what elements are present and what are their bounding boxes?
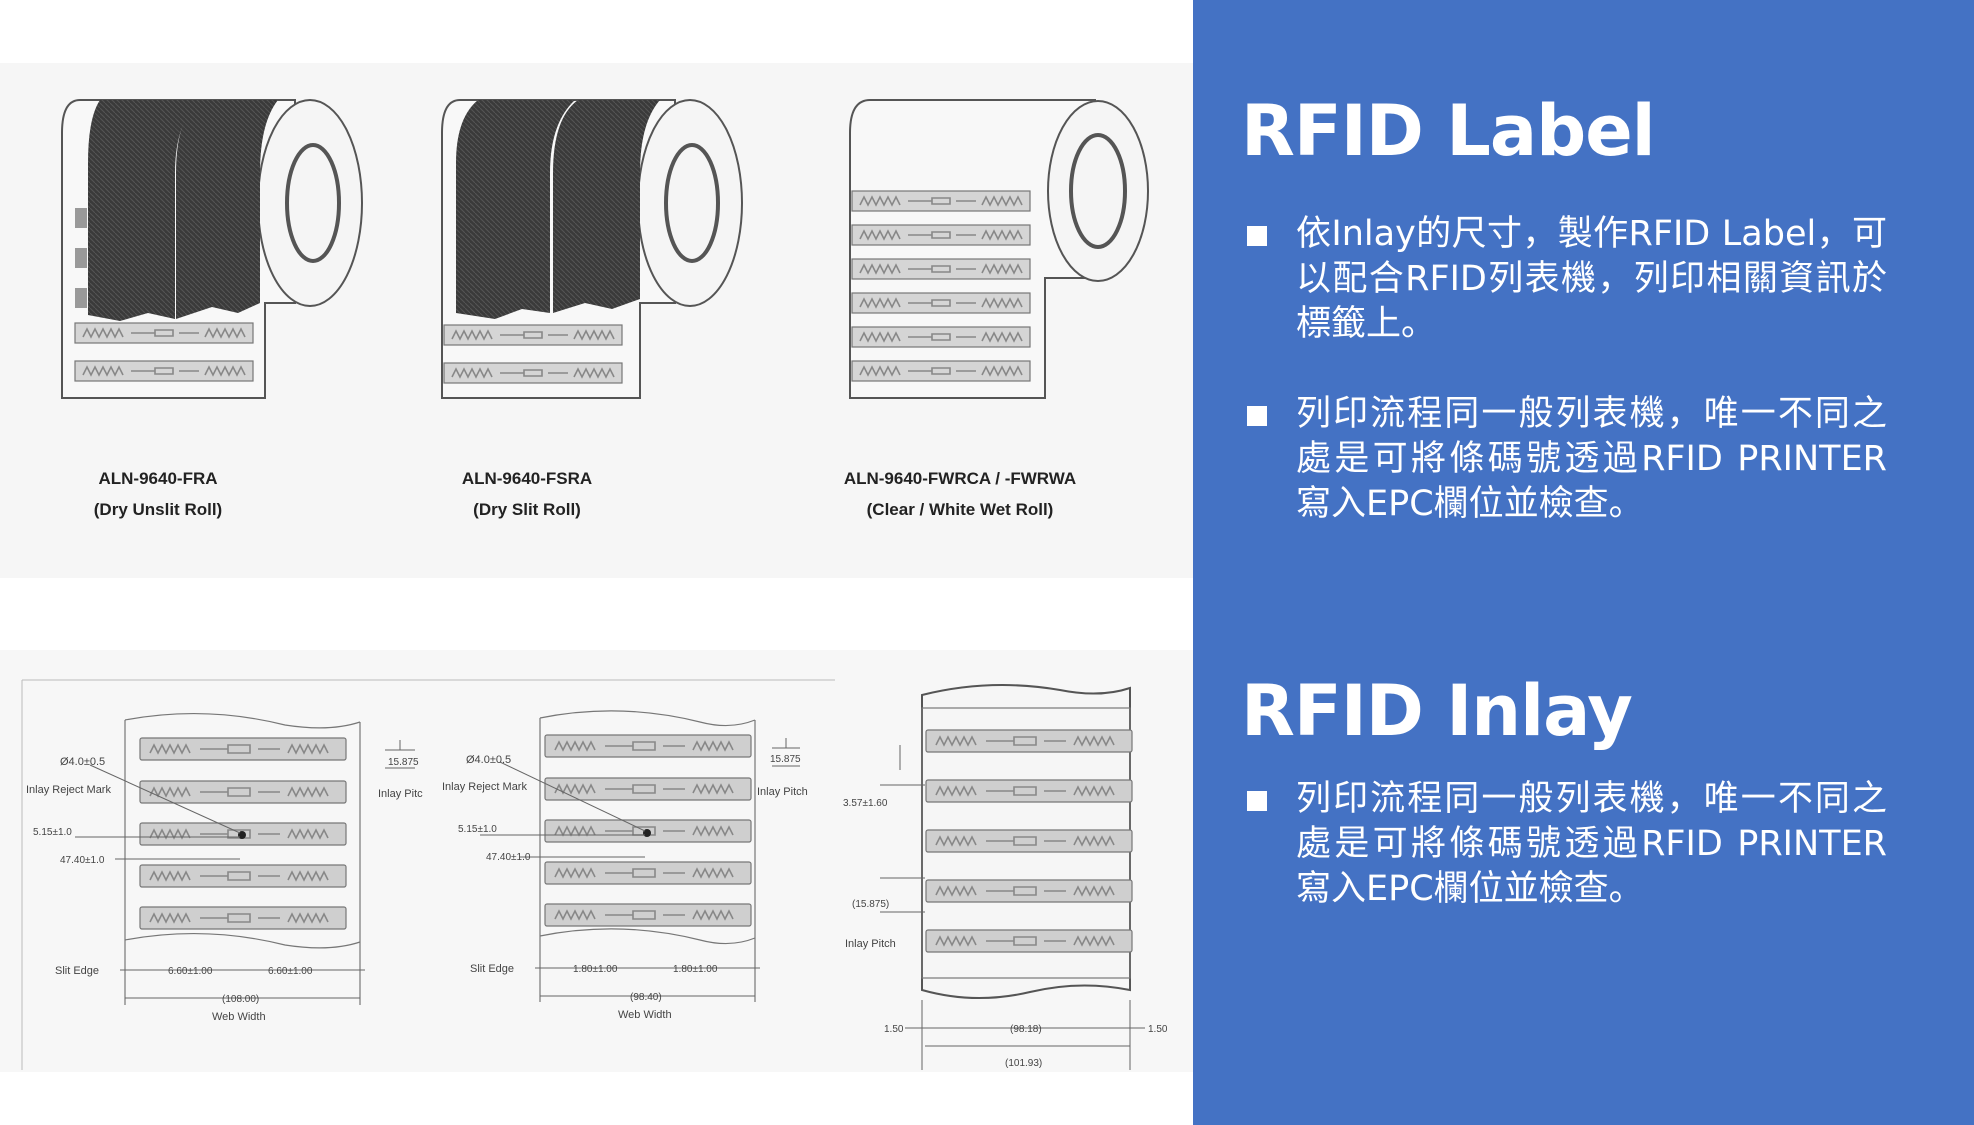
illustration-area: ALN-9640-FRA (Dry Unslit Roll) ALN-9640-…: [0, 63, 1193, 1072]
pitch-label-1: Inlay Pitc: [378, 788, 423, 800]
unslit-dimension-drawing: Ø4.0±0.5 Inlay Reject Mark 5.15±1.0 47.4…: [26, 713, 423, 1023]
rfid-label-heading: RFID Label: [1241, 90, 1656, 172]
roll-wet-drawing: [849, 99, 1149, 399]
reject-mark-label-1: Inlay Reject Mark: [26, 784, 111, 796]
technical-drawings-panel: Ø4.0±0.5 Inlay Reject Mark 5.15±1.0 47.4…: [0, 650, 1193, 1072]
label-bullet-2: 列印流程同一般列表機，唯一不同之處是可將條碼號透過RFID PRINTER寫入E…: [1247, 392, 1887, 527]
pitch-value-2: 15.875: [770, 754, 801, 765]
label-bullet-1-text: 依Inlay的尺寸，製作RFID Label，可以配合RFID列表機，列印相關資…: [1296, 214, 1887, 344]
roll-model-1: ALN-9640-FRA: [98, 469, 218, 488]
roll-dry-unslit-drawing: [61, 99, 363, 399]
pitch-value-1: 15.875: [388, 757, 419, 768]
text-panel: RFID Label 依Inlay的尺寸，製作RFID Label，可以配合RF…: [1193, 0, 1974, 1125]
inner-width-3: (98.18): [1010, 1024, 1042, 1035]
edge-left-3: 1.50: [884, 1024, 904, 1035]
slit-edge-label-2: Slit Edge: [470, 963, 514, 975]
roll-caption-1: ALN-9640-FRA (Dry Unslit Roll): [8, 463, 308, 525]
roll-model-2: ALN-9640-FSRA: [461, 469, 593, 488]
label-bullet-1: 依Inlay的尺寸，製作RFID Label，可以配合RFID列表機，列印相關資…: [1247, 212, 1887, 347]
dim-b-label-2: 47.40±1.0: [486, 852, 531, 863]
pitch-label-3: Inlay Pitch: [845, 938, 896, 950]
edge-left-1: 6.60±1.00: [168, 966, 213, 977]
web-value-1: (108.00): [222, 994, 259, 1005]
dimension-drawings: Ø4.0±0.5 Inlay Reject Mark 5.15±1.0 47.4…: [21, 679, 1168, 1070]
bullet-square-icon: [1247, 226, 1267, 246]
wet-dimension-drawing: 3.57±1.60 (15.875) Inlay Pitch 1.50 1.50…: [843, 684, 1168, 1070]
web-value-2: (98.40): [630, 992, 662, 1003]
edge-right-1: 6.60±1.00: [268, 966, 313, 977]
roll-caption-2: ALN-9640-FSRA (Dry Slit Roll): [377, 463, 677, 525]
reject-mark-label-2: Inlay Reject Mark: [442, 781, 527, 793]
roll-drawings: [61, 99, 1149, 399]
rfid-inlay-heading: RFID Inlay: [1241, 670, 1633, 752]
dim-a-label-2: 5.15±1.0: [458, 824, 497, 835]
web-label-1: Web Width: [212, 1011, 266, 1023]
roll-model-3: ALN-9640-FWRCA / -FWRWA: [843, 469, 1077, 488]
edge-right-2: 1.80±1.00: [673, 964, 718, 975]
roll-type-2: (Dry Slit Roll): [473, 500, 581, 519]
pitch-label-2: Inlay Pitch: [757, 786, 808, 798]
hole-label-1: Ø4.0±0.5: [60, 756, 105, 768]
roll-dry-slit-drawing: [441, 99, 743, 399]
edge-left-2: 1.80±1.00: [573, 964, 618, 975]
hole-label-2: Ø4.0±0.5: [466, 754, 511, 766]
dim-b-label-1: 47.40±1.0: [60, 855, 105, 866]
bullet-square-icon: [1247, 406, 1267, 426]
slit-dimension-drawing: Ø4.0±0.5 Inlay Reject Mark 5.15±1.0 47.4…: [442, 710, 808, 1021]
pitch-value-3: (15.875): [852, 899, 889, 910]
inlay-bullet-1: 列印流程同一般列表機，唯一不同之處是可將條碼號透過RFID PRINTER寫入E…: [1247, 777, 1887, 912]
slit-edge-label-1: Slit Edge: [55, 965, 99, 977]
roll-type-1: (Dry Unslit Roll): [93, 500, 223, 519]
dim-a-label-1: 5.15±1.0: [33, 827, 72, 838]
outer-width-3: (101.93): [1005, 1058, 1042, 1069]
web-label-2: Web Width: [618, 1009, 672, 1021]
roll-illustrations-panel: ALN-9640-FRA (Dry Unslit Roll) ALN-9640-…: [0, 63, 1193, 578]
roll-caption-3: ALN-9640-FWRCA / -FWRWA (Clear / White W…: [810, 463, 1110, 525]
inlay-bullet-1-text: 列印流程同一般列表機，唯一不同之處是可將條碼號透過RFID PRINTER寫入E…: [1296, 779, 1887, 909]
bullet-square-icon: [1247, 791, 1267, 811]
roll-type-3: (Clear / White Wet Roll): [866, 500, 1054, 519]
edge-right-3: 1.50: [1148, 1024, 1168, 1035]
label-bullet-2-text: 列印流程同一般列表機，唯一不同之處是可將條碼號透過RFID PRINTER寫入E…: [1296, 394, 1887, 524]
gap-label-3: 3.57±1.60: [843, 798, 888, 809]
